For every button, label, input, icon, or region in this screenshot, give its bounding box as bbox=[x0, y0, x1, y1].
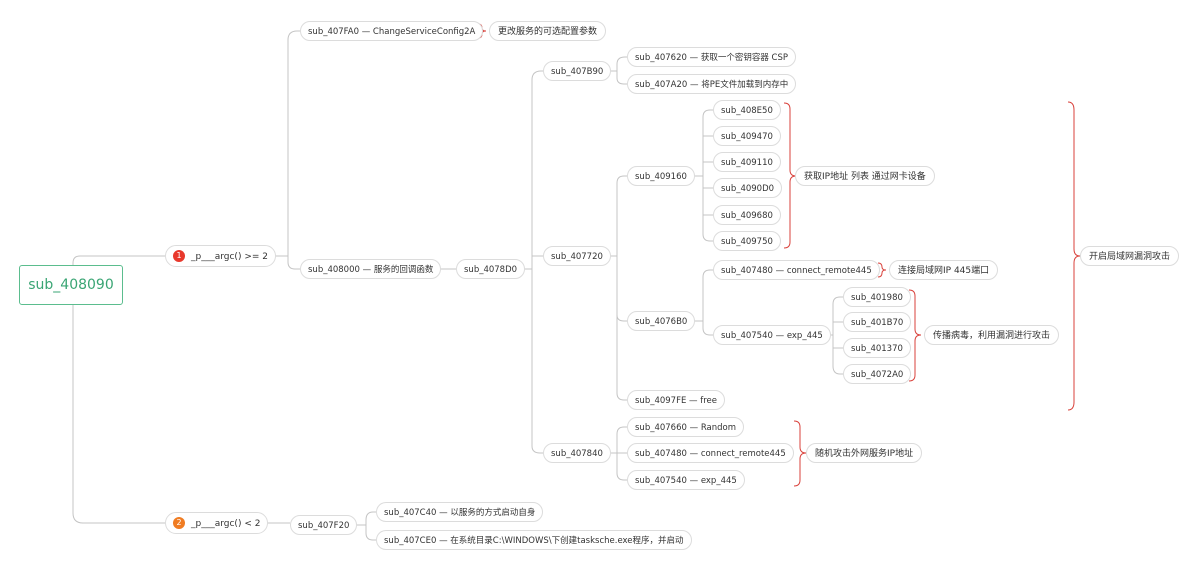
node-sub-409110[interactable]: sub_409110 bbox=[713, 152, 781, 172]
branch-argc-ge-2[interactable]: 1 _p___argc() >= 2 bbox=[165, 245, 276, 267]
note-change-config[interactable]: 更改服务的可选配置参数 bbox=[489, 21, 607, 41]
node-sub-401370[interactable]: sub_401370 bbox=[843, 338, 911, 358]
node-sub-4097fe[interactable]: sub_4097FE — free bbox=[627, 390, 726, 410]
node-sub-407c40[interactable]: sub_407C40 — 以服务的方式启动自身 bbox=[376, 502, 544, 522]
branch-label: _p___argc() < 2 bbox=[191, 519, 261, 529]
node-sub-409750[interactable]: sub_409750 bbox=[713, 231, 781, 251]
node-sub-407b90[interactable]: sub_407B90 bbox=[543, 61, 612, 81]
node-sub-4090d0[interactable]: sub_4090D0 bbox=[713, 178, 783, 198]
node-sub-4076b0[interactable]: sub_4076B0 bbox=[627, 311, 696, 331]
node-sub-407720[interactable]: sub_407720 bbox=[543, 246, 611, 266]
node-sub-407a20[interactable]: sub_407A20 — 将PE文件加载到内存中 bbox=[627, 74, 797, 94]
node-sub-407ce0[interactable]: sub_407CE0 — 在系统目录C:\WINDOWS\下创建tasksche… bbox=[376, 530, 692, 550]
note-spread-exploit[interactable]: 传播病毒，利用漏洞进行攻击 bbox=[924, 325, 1060, 345]
node-sub-408000[interactable]: sub_408000 — 服务的回调函数 bbox=[300, 259, 442, 279]
note-lan-attack[interactable]: 开启局域网漏洞攻击 bbox=[1080, 246, 1180, 266]
branch-number-badge: 2 bbox=[173, 516, 185, 529]
node-sub-407540-wan[interactable]: sub_407540 — exp_445 bbox=[627, 470, 745, 490]
branch-argc-lt-2[interactable]: 2 _p___argc() < 2 bbox=[165, 512, 269, 534]
note-wan-attack[interactable]: 随机攻击外网服务IP地址 bbox=[806, 443, 923, 463]
node-sub-407660[interactable]: sub_407660 — Random bbox=[627, 417, 745, 437]
node-sub-407620[interactable]: sub_407620 — 获取一个密钥容器 CSP bbox=[627, 47, 796, 67]
branch-label: _p___argc() >= 2 bbox=[191, 252, 268, 262]
node-sub-407840[interactable]: sub_407840 bbox=[543, 443, 611, 463]
node-sub-408e50[interactable]: sub_408E50 bbox=[713, 100, 781, 120]
node-sub-407480-wan[interactable]: sub_407480 — connect_remote445 bbox=[627, 443, 794, 463]
node-sub-407540-lan[interactable]: sub_407540 — exp_445 bbox=[713, 325, 831, 345]
node-sub-407f20[interactable]: sub_407F20 bbox=[290, 515, 358, 535]
node-sub-409680[interactable]: sub_409680 bbox=[713, 205, 781, 225]
node-sub-4072a0[interactable]: sub_4072A0 bbox=[843, 364, 912, 384]
node-sub-407fa0[interactable]: sub_407FA0 — ChangeServiceConfig2A bbox=[300, 21, 484, 41]
branch-number-badge: 1 bbox=[173, 249, 185, 262]
node-sub-401b70[interactable]: sub_401B70 bbox=[843, 312, 912, 332]
note-get-ip-list[interactable]: 获取IP地址 列表 通过网卡设备 bbox=[795, 166, 935, 186]
root-node[interactable]: sub_408090 bbox=[19, 265, 123, 305]
node-sub-409160[interactable]: sub_409160 bbox=[627, 166, 695, 186]
node-sub-401980[interactable]: sub_401980 bbox=[843, 287, 911, 307]
note-connect-lan-445[interactable]: 连接局域网IP 445端口 bbox=[889, 260, 999, 280]
node-sub-409470[interactable]: sub_409470 bbox=[713, 126, 781, 146]
node-sub-407480-lan[interactable]: sub_407480 — connect_remote445 bbox=[713, 260, 880, 280]
node-sub-4078d0[interactable]: sub_4078D0 bbox=[456, 259, 526, 279]
